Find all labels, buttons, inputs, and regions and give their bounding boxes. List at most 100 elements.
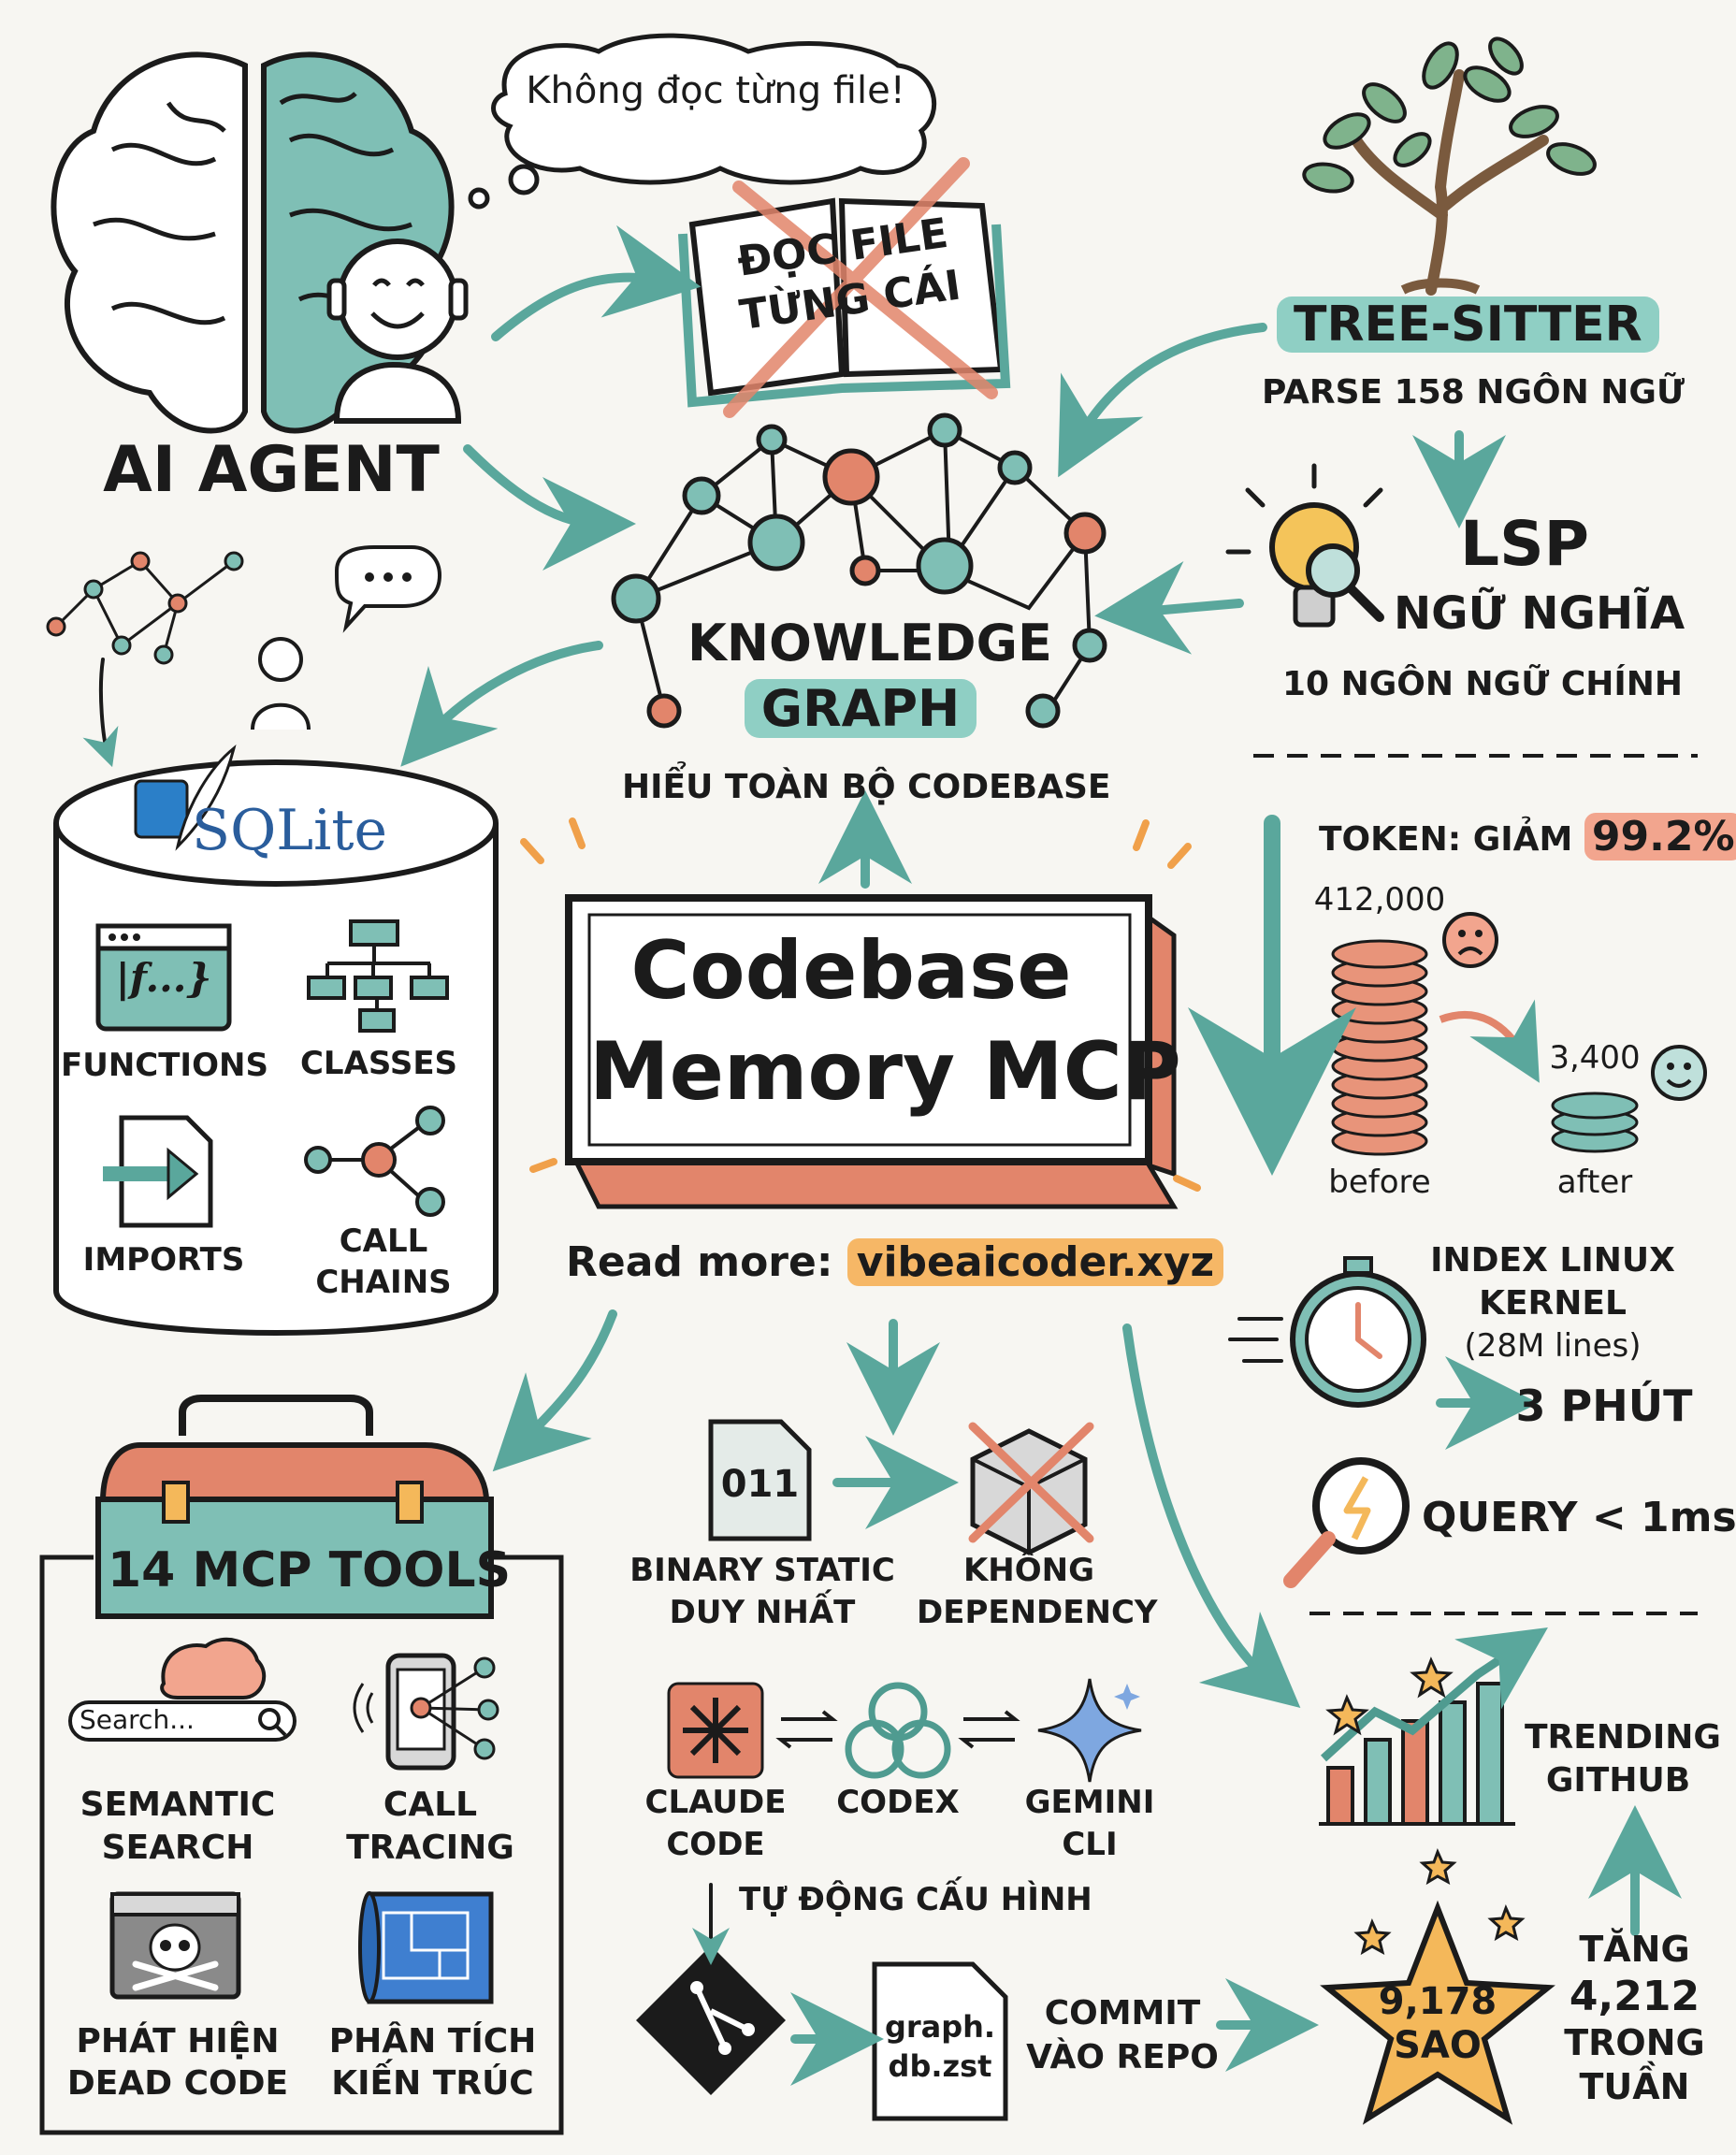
token-before-label: before: [1328, 1164, 1431, 1201]
mini-network-icon: [46, 551, 244, 665]
swap-arrow-icons: [775, 1710, 1020, 1749]
sqlite-feather-icon: [134, 745, 237, 851]
claude-logo-icon: [667, 1682, 764, 1779]
main-title-box: [520, 817, 1201, 1209]
index-line-1: INDEX LINUX: [1430, 1241, 1675, 1280]
token-after-label: after: [1556, 1164, 1633, 1201]
token-after-value: 3,400: [1549, 1039, 1641, 1077]
thought-bubble: [468, 33, 937, 210]
main-title-line-1: Codebase: [630, 924, 1072, 1018]
graph-db-file-line-2: db.zst: [888, 2048, 992, 2084]
sqlite-item-chains: CHAINS: [315, 1264, 452, 1301]
gemini-label-2: CLI: [1062, 1826, 1118, 1863]
trending-line-1: TRENDING: [1525, 1718, 1721, 1757]
dependency-line-1: KHÔNG: [962, 1552, 1095, 1589]
call-tracing-line-1: CALL: [383, 1786, 478, 1824]
speech-bubble-icon: [334, 545, 442, 633]
blueprint-icon: [358, 1891, 494, 2004]
tree-sitter-title: TREE-SITTER: [1277, 296, 1659, 353]
tools-title: 14 MCP TOOLS: [108, 1542, 512, 1598]
sad-face-icon: [1442, 912, 1498, 968]
knowledge-graph-nodes: [611, 412, 1107, 729]
function-window-icon: [95, 923, 232, 1032]
token-before-value: 412,000: [1313, 881, 1446, 918]
brain-search-icon: [68, 1637, 297, 1742]
binary-line-2: DUY NHẤT: [669, 1594, 856, 1631]
tools-search-placeholder: Search...: [80, 1704, 195, 1735]
semantic-search-line-1: SEMANTIC: [80, 1786, 276, 1824]
codex-logo-icon: [845, 1682, 951, 1779]
agent-label: AI AGENT: [103, 433, 440, 507]
read-more-url[interactable]: vibeaicoder.xyz: [846, 1238, 1224, 1286]
token-drop-arrow: [1439, 999, 1540, 1083]
happy-face-icon: [1651, 1045, 1707, 1101]
kg-caption: HIỂU TOÀN BỘ CODEBASE: [622, 768, 1111, 806]
flow-arrows: [82, 224, 1682, 2086]
query-magnifier-icon: [1283, 1457, 1410, 1588]
token-percent: 99.2%: [1584, 813, 1736, 861]
claude-label-2: CODE: [666, 1826, 765, 1863]
main-title-line-2: Memory MCP: [589, 1025, 1181, 1119]
tree-sitter-sub: PARSE 158 NGÔN NGỮ: [1261, 373, 1685, 412]
binary-file-icon: [708, 1419, 812, 1541]
increase-line-3: TRONG: [1564, 2022, 1705, 2063]
lsp-title: LSP: [1460, 508, 1589, 580]
lsp-sub-2: 10 NGÔN NGỮ CHÍNH: [1281, 665, 1684, 703]
claude-label-1: CLAUDE: [644, 1784, 787, 1821]
kg-title-2-text: GRAPH: [744, 679, 977, 738]
semantic-search-line-2: SEARCH: [101, 1829, 254, 1867]
stopwatch-icon: [1228, 1256, 1426, 1408]
token-label: TOKEN: GIẢM 99.2%: [1319, 813, 1736, 861]
graph-db-file-line-1: graph.: [884, 2009, 996, 2045]
commit-line-1: COMMIT: [1044, 1994, 1201, 2032]
codex-label: CODEX: [836, 1784, 960, 1821]
tree-icon: [1302, 36, 1597, 296]
person-icon: [251, 637, 311, 730]
architecture-line-2: KIẾN TRÚC: [331, 2064, 534, 2103]
stars-count: 9,178: [1378, 1980, 1497, 2023]
tools-panel-frame: [39, 1555, 564, 2135]
agent-robot-icon: [326, 239, 469, 424]
kg-title-2: GRAPH: [711, 679, 1010, 738]
git-logo-icon: [636, 1945, 786, 2095]
sqlite-item-classes: CLASSES: [299, 1045, 458, 1082]
index-result: 3 PHÚT: [1515, 1381, 1693, 1431]
increase-line-1: TĂNG: [1579, 1929, 1690, 1970]
commit-line-2: VÀO REPO: [1026, 2038, 1219, 2076]
coin-stack-after: [1551, 1092, 1639, 1153]
query-label: QUERY < 1ms: [1422, 1494, 1736, 1541]
gemini-label-1: GEMINI: [1024, 1784, 1155, 1821]
binary-line-1: BINARY STATIC: [629, 1552, 895, 1589]
coin-stack-before: [1331, 939, 1428, 1156]
architecture-line-1: PHÂN TÍCH: [328, 2022, 537, 2061]
stars-label: SAO: [1394, 2024, 1482, 2067]
graph-db-file-icon: [872, 1961, 1008, 2121]
token-label-text: TOKEN: GIẢM: [1319, 820, 1573, 859]
magnifier-icon: [1306, 543, 1384, 622]
kg-title-1: KNOWLEDGE: [687, 614, 1052, 673]
index-line-3: (28M lines): [1464, 1327, 1642, 1365]
trending-line-2: GITHUB: [1545, 1761, 1691, 1800]
sqlite-item-imports: IMPORTS: [82, 1241, 245, 1279]
binary-file-label: 011: [720, 1463, 800, 1506]
cross-mark-icon: [723, 157, 998, 418]
big-star-icon: [1320, 1848, 1555, 2125]
lsp-sub-1: NGỮ NGHĨA: [1394, 587, 1685, 640]
toolbox-icon: [95, 1395, 494, 1619]
sqlite-item-functions: FUNCTIONS: [61, 1047, 268, 1084]
dead-code-line-1: PHÁT HIỆN: [76, 2022, 280, 2061]
class-hierarchy-icon: [307, 919, 449, 1033]
sqlite-logo: SQLite: [192, 798, 387, 863]
phone-trace-icon: [353, 1653, 499, 1771]
tree-sitter-title-text: TREE-SITTER: [1277, 296, 1659, 353]
index-line-2: KERNEL: [1479, 1284, 1627, 1323]
dependency-line-2: DEPENDENCY: [917, 1594, 1158, 1631]
read-more: Read more: vibeaicoder.xyz: [566, 1238, 1224, 1286]
auto-config-label: TỰ ĐỘNG CẤU HÌNH: [739, 1881, 1092, 1918]
function-glyph: |f...}: [115, 955, 212, 1001]
trending-chart-icon: [1319, 1627, 1548, 1826]
dependency-cube-icon: [968, 1422, 1094, 1555]
increase-line-4: TUẦN: [1579, 2066, 1690, 2107]
